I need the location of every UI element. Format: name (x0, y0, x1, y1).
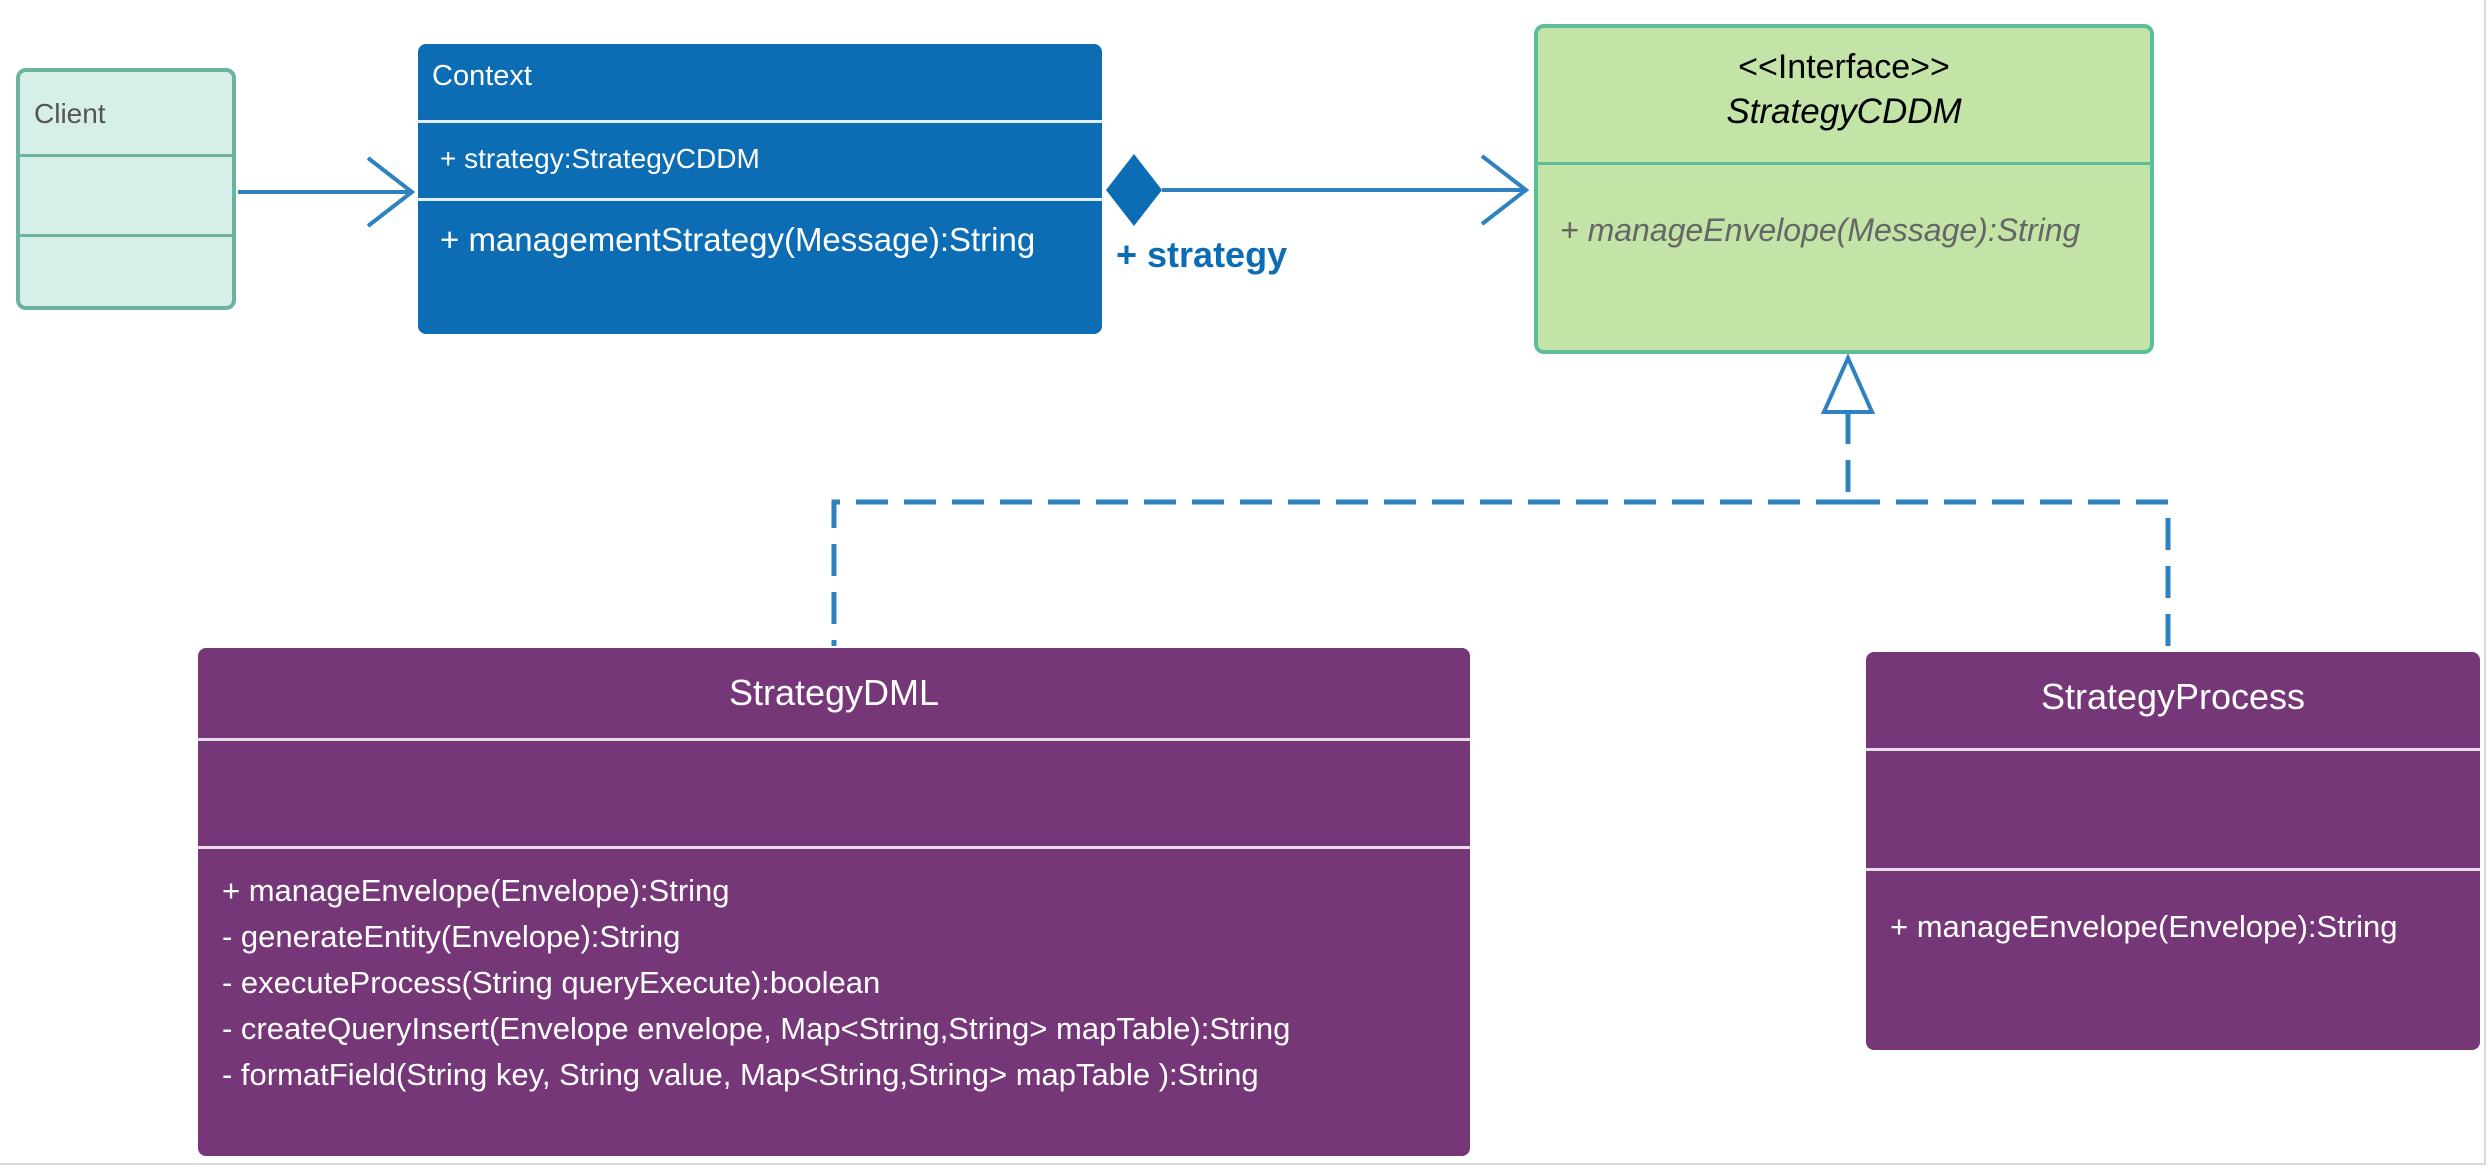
dml-operation: - formatField(String key, String value, … (222, 1057, 1259, 1092)
interface-operations-compartment (1538, 162, 2150, 350)
context-class: Context + strategy:StrategyCDDM + manage… (418, 44, 1102, 334)
realization-branch-dml (831, 499, 1848, 646)
context-name-compartment: Context (418, 44, 1102, 120)
dml-operation: - executeProcess(String queryExecute):bo… (222, 965, 881, 1000)
interface-stereotype: <<Interface>> (1738, 48, 1950, 86)
interface-name: StrategyCDDM (1726, 92, 1962, 131)
association-role-label: + strategy (1116, 234, 1288, 275)
strategy-dml-class: StrategyDML + manageEnvelope(Envelope):S… (198, 648, 1470, 1156)
client-class-name: Client (34, 98, 106, 129)
interface-operation: + manageEnvelope(Message):String (1560, 212, 2081, 248)
context-operation: + managementStrategy(Message):String (440, 221, 1036, 258)
realization-branch-process (1848, 499, 2171, 650)
process-operation: + manageEnvelope(Envelope):String (1890, 909, 2398, 944)
dml-operation: - createQueryInsert(Envelope envelope, M… (222, 1011, 1291, 1046)
client-class: Client (16, 68, 236, 310)
context-interface-arrowhead (1480, 154, 1530, 226)
composition-diamond (1106, 154, 1162, 226)
client-operations-compartment (20, 234, 232, 306)
strategy-process-class: StrategyProcess + manageEnvelope(Envelop… (1866, 652, 2480, 1050)
dml-operation: + manageEnvelope(Envelope):String (222, 873, 730, 908)
dml-name-compartment: StrategyDML (198, 648, 1470, 738)
client-name-compartment: Client (20, 72, 232, 154)
interface-name-compartment: <<Interface>> StrategyCDDM (1538, 28, 2150, 162)
dml-operation: - generateEntity(Envelope):String (222, 919, 681, 954)
client-attributes-compartment (20, 154, 232, 234)
dml-operations-compartment: + manageEnvelope(Envelope):String - gene… (198, 846, 1470, 1156)
process-attributes-compartment (1866, 748, 2480, 868)
dml-attributes-compartment (198, 738, 1470, 846)
dml-class-name: StrategyDML (728, 672, 940, 713)
process-operations-compartment: + manageEnvelope(Envelope):String (1866, 868, 2480, 1050)
context-attributes-compartment: + strategy:StrategyCDDM (418, 120, 1102, 198)
process-class-name: StrategyProcess (2040, 676, 2306, 717)
context-operations-compartment: + managementStrategy(Message):String (418, 198, 1102, 334)
process-name-compartment: StrategyProcess (1866, 652, 2480, 748)
client-context-arrowhead (366, 156, 416, 228)
context-class-name: Context (432, 60, 532, 92)
realization-triangle (1820, 353, 1876, 414)
context-attribute: + strategy:StrategyCDDM (440, 143, 760, 174)
strategy-interface: <<Interface>> StrategyCDDM + manageEnvel… (1534, 24, 2154, 354)
